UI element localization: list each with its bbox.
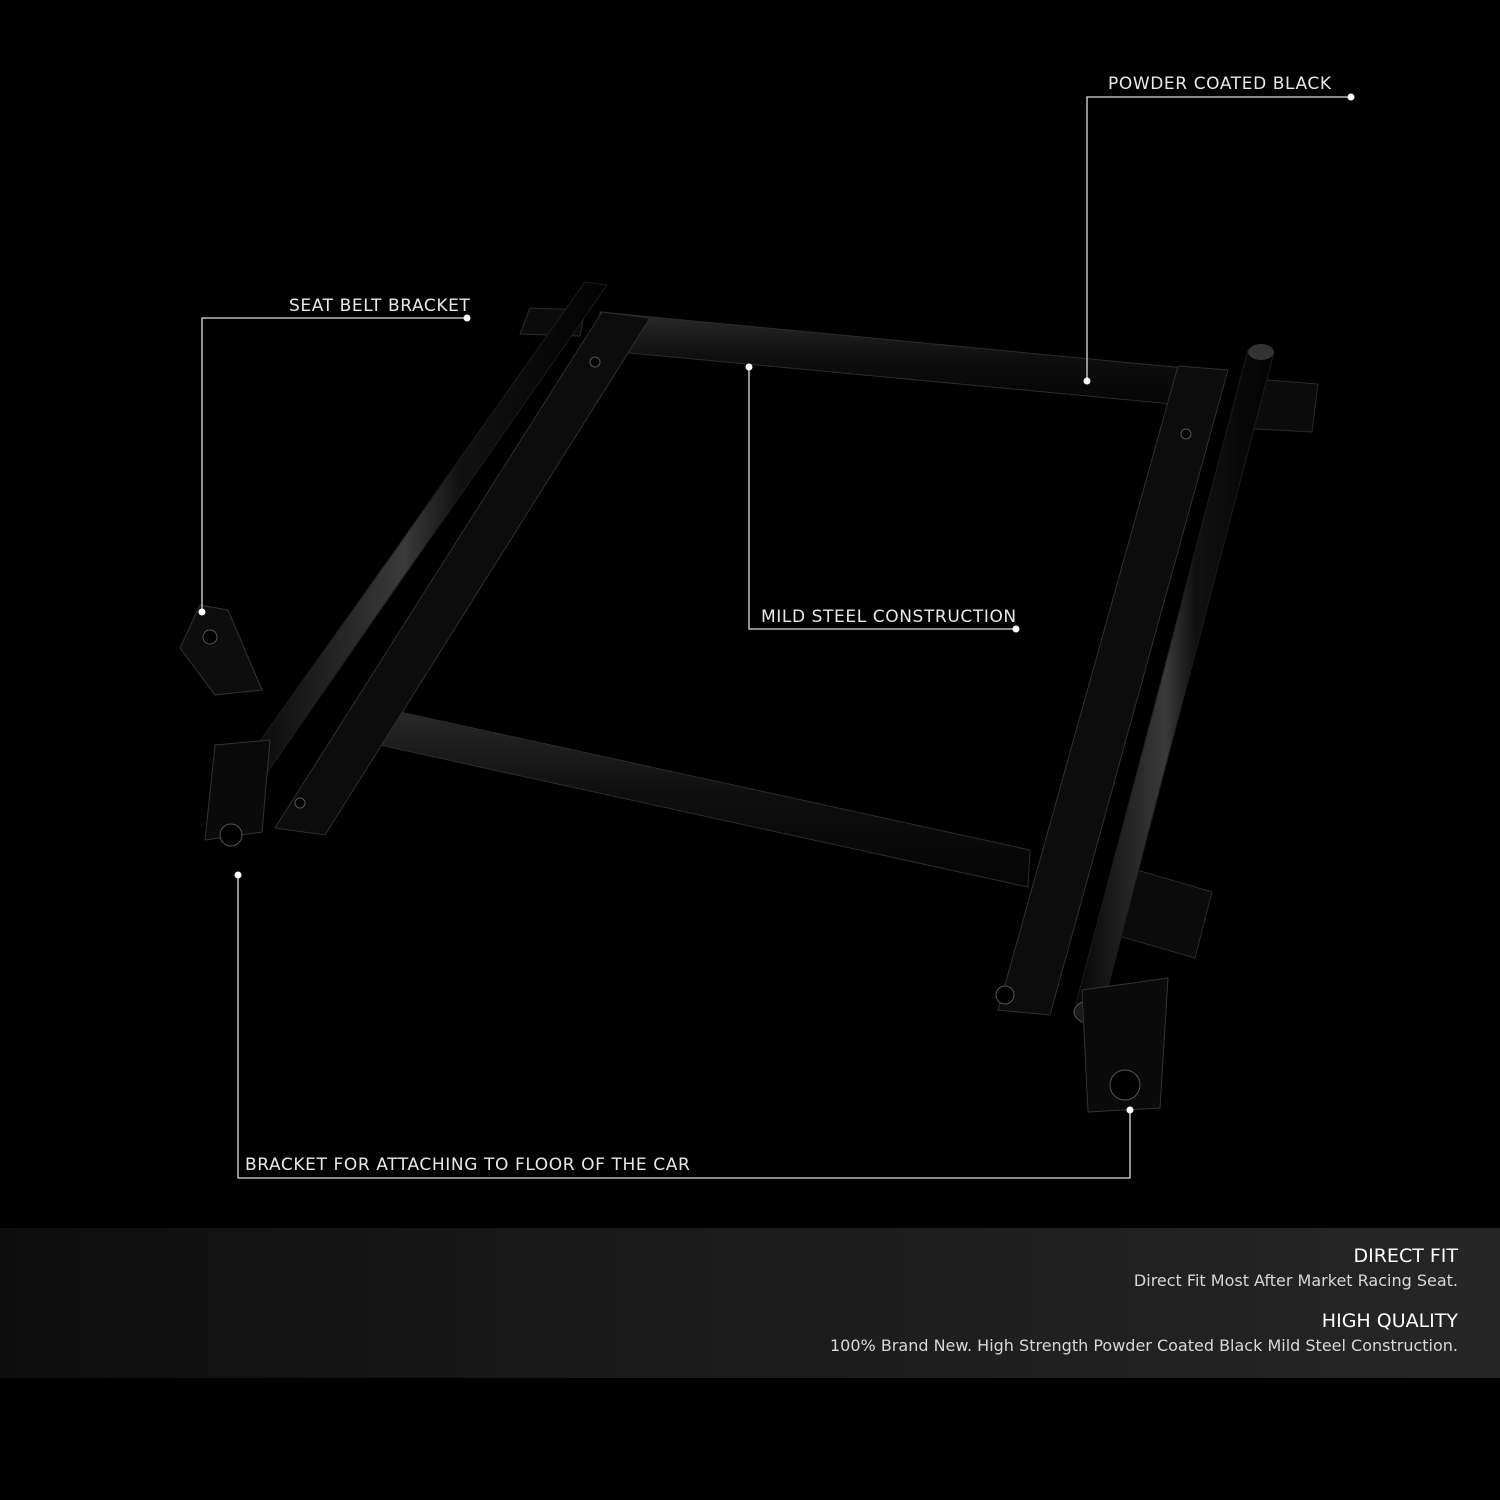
rear-crossbar xyxy=(597,311,1186,406)
feature-info-band: DIRECT FIT Direct Fit Most After Market … xyxy=(0,1228,1500,1378)
dot xyxy=(198,608,206,616)
right-rail-hole xyxy=(1180,428,1192,440)
left-tube xyxy=(237,281,608,781)
seat-belt-leader xyxy=(201,317,466,612)
dot xyxy=(1347,93,1355,101)
callout-lines xyxy=(201,96,1350,1179)
seat-belt-bracket-part xyxy=(179,604,263,696)
left-floor-bracket-hole xyxy=(219,823,243,847)
right-tube-top xyxy=(1248,344,1274,360)
dot xyxy=(463,314,471,322)
feature-desc-high-quality: 100% Brand New. High Strength Powder Coa… xyxy=(830,1336,1458,1355)
dot xyxy=(1012,625,1020,633)
dot xyxy=(234,871,242,879)
dot xyxy=(745,363,753,371)
feature-title-direct-fit: DIRECT FIT xyxy=(1353,1245,1459,1267)
callout-seat-belt-bracket: SEAT BELT BRACKET xyxy=(289,296,471,316)
front-crossbar xyxy=(365,704,1031,888)
mild-steel-leader xyxy=(748,367,1015,630)
callout-mild-steel: MILD STEEL CONSTRUCTION xyxy=(761,607,1017,627)
powder-coated-leader xyxy=(1086,96,1350,381)
seat-bracket-frame xyxy=(179,281,1319,1113)
callout-powder-coated: POWDER COATED BLACK xyxy=(1108,74,1332,94)
feature-title-high-quality: HIGH QUALITY xyxy=(1321,1310,1458,1332)
dot xyxy=(1083,377,1091,385)
dot xyxy=(1126,1106,1134,1114)
left-rail-hole xyxy=(589,356,601,368)
callout-floor-bracket: BRACKET FOR ATTACHING TO FLOOR OF THE CA… xyxy=(245,1155,691,1175)
right-rail-hole xyxy=(995,985,1015,1005)
feature-desc-direct-fit: Direct Fit Most After Market Racing Seat… xyxy=(1133,1271,1458,1290)
right-floor-bracket-hole xyxy=(1109,1069,1141,1101)
seat-belt-bracket-hole xyxy=(202,629,218,645)
right-floor-bracket xyxy=(1081,977,1169,1113)
right-side-rail xyxy=(997,365,1229,1016)
left-floor-bracket xyxy=(204,739,271,841)
left-rail-hole xyxy=(294,797,306,809)
floor-bracket-leader xyxy=(237,875,1131,1179)
left-side-rail xyxy=(274,311,651,836)
callout-dots xyxy=(198,93,1355,1114)
